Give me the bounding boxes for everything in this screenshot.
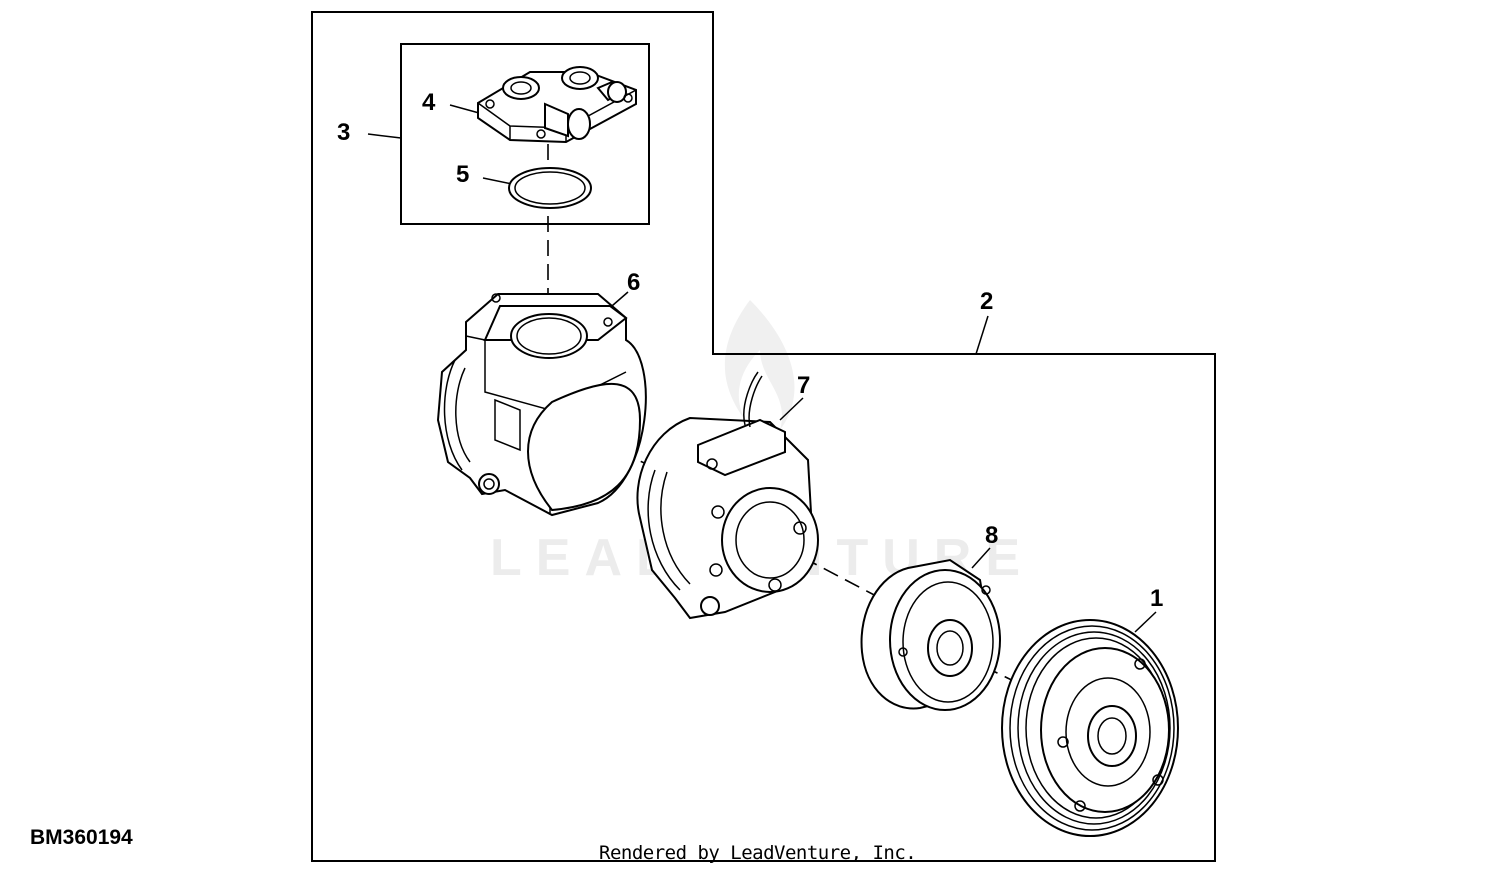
part-7-front-head: [636, 371, 819, 620]
render-credit: Rendered by LeadVenture, Inc.: [599, 842, 917, 864]
cover-kit-frame: [400, 43, 650, 225]
part-8-clutch-coil: [860, 558, 1001, 711]
flame-watermark-icon: [724, 300, 795, 430]
callout-2: 2: [980, 288, 993, 315]
part-1-pulley: [1001, 619, 1179, 837]
callout-6: 6: [627, 269, 640, 296]
callout-3: 3: [337, 119, 350, 146]
callout-1: 1: [1150, 585, 1163, 612]
callout-4: 4: [422, 89, 436, 116]
part-5-o-ring: [508, 167, 592, 209]
part-4-cover-plate: [477, 66, 637, 144]
callout-5: 5: [456, 161, 469, 188]
callout-7: 7: [797, 372, 810, 399]
figure-id: BM360194: [30, 826, 133, 849]
callouts: 3 4 5 6 2 7 8 1: [337, 89, 1163, 612]
part-6-compressor-body: [436, 293, 647, 517]
outer-frame: [311, 11, 1216, 862]
leader-lines: [367, 104, 1157, 633]
callout-8: 8: [985, 522, 998, 549]
